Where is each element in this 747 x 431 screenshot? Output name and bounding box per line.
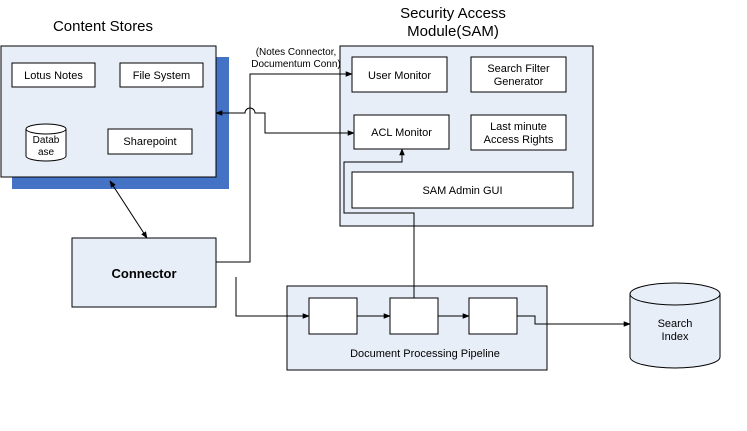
user-monitor-box: User Monitor (351, 56, 448, 93)
connector-user-monitor-arrow (216, 71, 353, 263)
lotus-notes-label: Lotus Notes (24, 70, 83, 82)
search-index-label-line2: Index (662, 331, 689, 343)
database-label-line2: ase (38, 147, 55, 158)
connector-note-line1: (Notes Connector, (256, 47, 337, 58)
connector-box: Connector (71, 237, 217, 308)
sam-title-line1: Security Access (400, 5, 506, 22)
content-stores-title: Content Stores (53, 18, 153, 35)
pipeline-stage-2 (389, 297, 439, 335)
sharepoint-label: Sharepoint (123, 136, 176, 148)
file-system-label: File System (133, 70, 190, 82)
acl-stores-arrow (215, 107, 355, 136)
connector-label: Connector (112, 266, 177, 281)
last-minute-access-rights-box: Last minute Access Rights (470, 114, 567, 151)
search-index-label-line1: Search (658, 318, 693, 330)
pipeline-label: Document Processing Pipeline (350, 348, 500, 360)
sam-admin-gui-box: SAM Admin GUI (351, 171, 574, 209)
database-label-line1: Datab (33, 135, 60, 146)
pipeline-stage-1 (308, 297, 358, 335)
document-processing-pipeline: Document Processing Pipeline (286, 285, 548, 371)
user-monitor-label: User Monitor (368, 70, 431, 82)
sam-title-line2: Module(SAM) (407, 23, 499, 40)
pipeline-acl-arrow (343, 148, 415, 298)
search-index-cylinder: Search Index (629, 282, 721, 369)
search-filter-label-line2: Generator (494, 76, 544, 88)
database-cylinder: Datab ase (25, 123, 67, 162)
acl-monitor-label: ACL Monitor (371, 127, 432, 139)
search-filter-label-line1: Search Filter (487, 63, 550, 75)
connection-lines (109, 71, 631, 327)
search-filter-generator-box: Search Filter Generator (470, 56, 567, 93)
pipeline-stage-3 (468, 297, 518, 335)
file-system-box: File System (119, 62, 204, 88)
stores-connector-arrow (109, 180, 148, 239)
last-minute-label-line1: Last minute (490, 121, 547, 133)
last-minute-label-line2: Access Rights (484, 134, 554, 146)
sam-admin-gui-label: SAM Admin GUI (422, 185, 502, 197)
connector-pipeline-arrow (235, 277, 310, 319)
stage3-index-arrow (517, 315, 631, 327)
lotus-notes-box: Lotus Notes (11, 62, 96, 88)
acl-monitor-box: ACL Monitor (353, 114, 450, 150)
sharepoint-box: Sharepoint (107, 128, 193, 155)
connector-note-line2: Documentum Conn) (251, 59, 340, 70)
